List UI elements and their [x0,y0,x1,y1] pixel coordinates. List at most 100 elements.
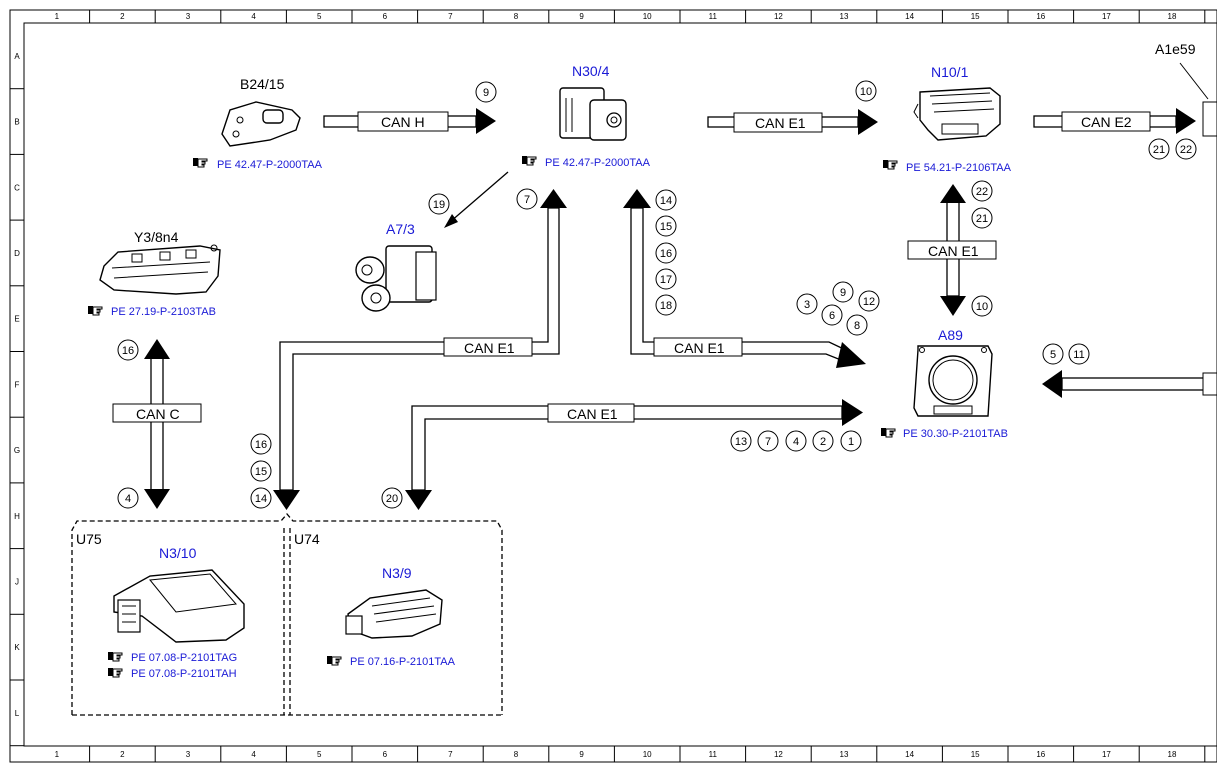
grid-column-label: 9 [579,12,584,21]
can-e1-vertical-bus [907,184,997,316]
circle-marker [971,207,993,229]
grid-column-label: 8 [514,750,519,759]
gasket-icon [913,345,993,417]
grid-column-label: 4 [251,12,256,21]
can-e1-lower-route [405,399,863,510]
y3-8n4-ref[interactable]: PE 27.19-P-2103TAB [111,306,216,318]
circle-number: 10 [860,86,872,98]
circle-number: 18 [660,300,672,312]
grid-column-label: 18 [1168,750,1177,759]
grid-column-label: 13 [840,12,849,21]
circle-number: 4 [125,493,131,505]
y3-8n4-label: Y3/8n4 [134,229,179,245]
circle-marker [821,304,843,326]
circle-number: 9 [483,87,489,99]
grid-row-label: D [14,249,20,258]
circle-number: 1 [848,436,854,448]
circle-marker [1068,343,1090,365]
grid-row-label: K [14,643,20,652]
control-unit-icon [559,87,627,141]
incoming-arrow-right [1042,370,1217,398]
can-e1-left-route [273,189,567,510]
circle-marker [971,295,993,317]
circle-marker [655,215,677,237]
circle-marker [757,430,779,452]
a1e59-part [1202,101,1217,137]
pointing-hand-icon [87,305,103,316]
circle-number: 4 [793,436,799,448]
n3-9-label: N3/9 [382,565,412,581]
grid-column-label: 15 [971,750,980,759]
grid-row-label: J [15,578,19,587]
grid-column-label: 11 [709,750,718,759]
grid-row-label: F [15,380,20,389]
can-e1-mid-right-label: CAN E1 [674,340,725,356]
connector-icon [913,87,1001,141]
can-e2-bus [1033,108,1196,134]
region-u74-label: U74 [294,531,320,547]
grid-column-label: 4 [251,750,256,759]
circle-marker [655,268,677,290]
circle-marker [516,188,538,210]
circle-marker [812,430,834,452]
can-e1-mid-left-label: CAN E1 [464,340,515,356]
a7-3-label: A7/3 [386,221,415,237]
grid-column-label: 1 [55,750,60,759]
can-e1-vertical-label: CAN E1 [928,243,979,259]
circle-number: 8 [854,320,860,332]
grid-column-label: 6 [383,12,388,21]
grid-column-label: 3 [186,750,191,759]
circle-number: 7 [765,436,771,448]
circle-number: 22 [976,186,988,198]
circle-marker [428,193,450,215]
circle-marker [381,487,403,509]
circle-number: 22 [1180,144,1192,156]
n3-9-ref[interactable]: PE 07.16-P-2101TAA [350,656,456,668]
grid-column-label: 11 [709,12,718,21]
grid-column-label: 6 [383,750,388,759]
diagonal-arrow-line [449,171,509,223]
control-unit-icon [113,569,245,643]
circle-number: 5 [1050,349,1056,361]
grid-column-label: 2 [120,750,125,759]
circle-number: 9 [840,287,846,299]
grid-column-label: 15 [971,12,980,21]
grid-column-label: 13 [840,750,849,759]
circle-number: 20 [386,493,398,505]
n3-10-ref1[interactable]: PE 07.08-P-2101TAG [131,652,237,664]
circle-marker [840,430,862,452]
circle-number: 15 [255,466,267,478]
pointing-hand-icon [880,427,896,438]
circle-marker [785,430,807,452]
circle-marker [832,281,854,303]
grid-column-label: 14 [905,12,914,21]
circle-marker [655,242,677,264]
circle-number: 17 [660,274,672,286]
n3-10-ref2[interactable]: PE 07.08-P-2101TAH [131,668,237,680]
n30-4-ref[interactable]: PE 42.47-P-2000TAA [545,157,651,169]
pointing-hand-icon [882,159,898,170]
circle-marker [250,487,272,509]
n30-4-label: N30/4 [572,63,610,79]
can-h-label: CAN H [381,114,425,130]
grid-column-label: 14 [905,750,914,759]
grid-column-label: 17 [1102,750,1111,759]
can-e1-top-label: CAN E1 [755,115,806,131]
a89-ref[interactable]: PE 30.30-P-2101TAB [903,428,1008,440]
circle-number: 12 [863,296,875,308]
b24-15-ref[interactable]: PE 42.47-P-2000TAA [217,159,323,171]
n10-1-ref[interactable]: PE 54.21-P-2106TAA [906,162,1012,174]
circle-number: 14 [660,195,672,207]
n10-1-label: N10/1 [931,64,969,80]
grid-row-label: A [14,52,20,61]
can-c-label: CAN C [136,406,180,422]
diagonal-arrow-head [444,214,458,228]
grid-column-label: 5 [317,12,322,21]
circle-marker [1148,138,1170,160]
grid-row-label: G [14,446,20,455]
circle-number: 3 [804,299,810,311]
circle-marker [1175,138,1197,160]
pointing-hand-icon [326,655,342,666]
